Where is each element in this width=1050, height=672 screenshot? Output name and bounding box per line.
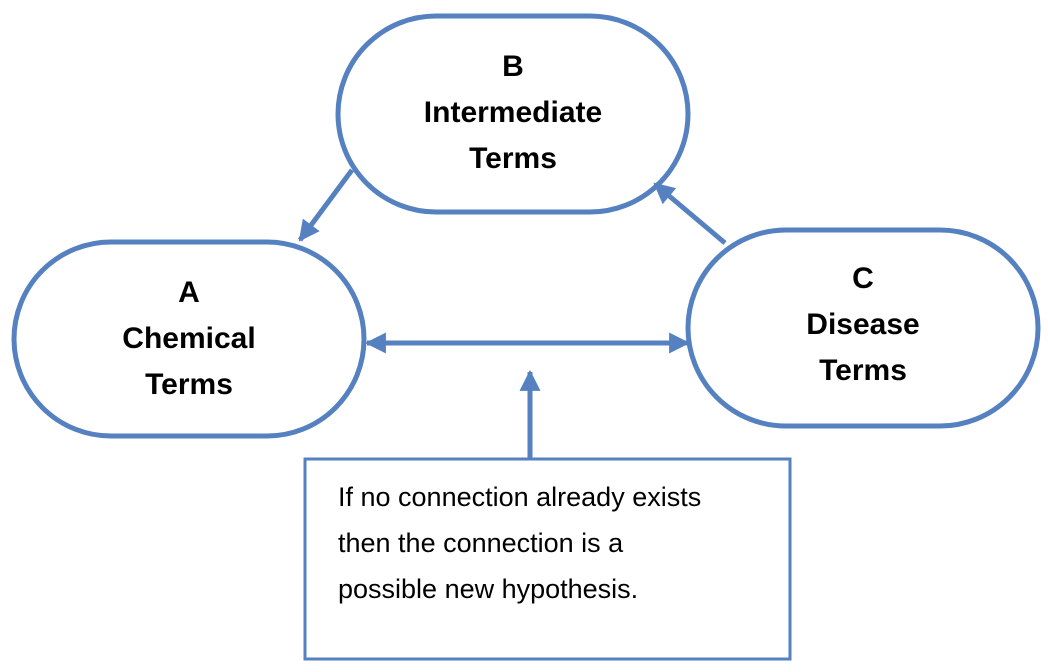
node-a-line2: Terms [145,368,233,401]
node-c-line1: Disease [806,308,920,341]
node-c-label: C Disease Terms [688,250,1038,400]
node-b-shape [335,13,691,215]
node-b-line1: Intermediate [423,96,603,129]
arrow-b-to-a [297,168,355,242]
node-b-letter: B [502,50,524,83]
node-a-label: A Chemical Terms [14,264,364,414]
node-a-line1: Chemical [122,322,256,355]
node-a-shape [11,239,367,439]
note-line1: If no connection already exists [338,482,702,512]
node-c-line2: Terms [819,354,907,387]
node-c-shape [685,227,1041,429]
note-box [303,457,792,661]
note-line2: then the connection is a [338,528,624,558]
note-line3: possible new hypothesis. [338,574,639,604]
node-b-label: B Intermediate Terms [338,38,688,188]
node-b-line2: Terms [469,142,557,175]
node-c-letter: C [852,262,874,295]
arrow-c-to-b [653,182,727,245]
note-text: If no connection already exists then the… [338,474,768,612]
node-a-letter: A [178,276,200,309]
